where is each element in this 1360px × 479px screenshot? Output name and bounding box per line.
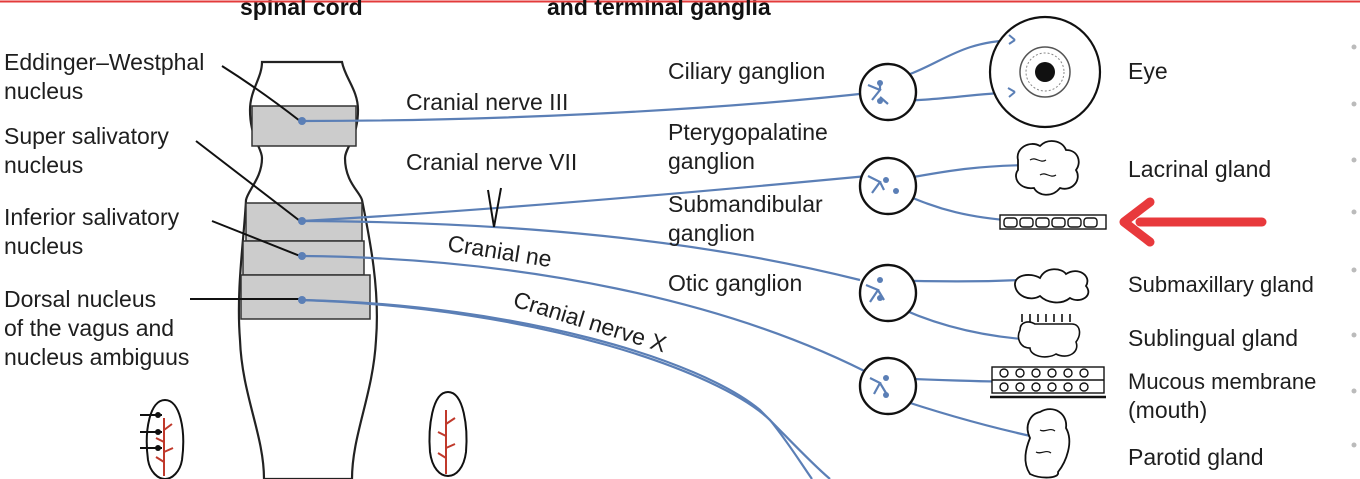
synapse-forks (865, 83, 889, 395)
label-edinger-westphal: Eddinger–Westphal (4, 49, 205, 75)
label-mucous-membrane-2: (mouth) (1128, 397, 1208, 423)
ciliary-ganglion-circle (858, 62, 918, 122)
label-lacrimal-gland: Lacrinal gland (1128, 156, 1272, 182)
red-arrow (1119, 197, 1267, 247)
vagal-target-organ-right (428, 390, 468, 478)
header-terminal-ganglia: and terminal ganglia (547, 0, 771, 20)
otic-ganglion-circle (858, 263, 918, 323)
leader-edinger-westphal (221, 65, 301, 122)
label-pterygopalatine-2: ganglion (668, 148, 755, 174)
submandibular-ganglion-circle (858, 356, 918, 416)
lacrimal-gland-illustration (1015, 140, 1080, 196)
label-inferior-salivatory: Inferior salivatory (4, 204, 180, 230)
label-sublingual-gland: Sublingual gland (1128, 325, 1299, 351)
label-cranial-nerve-ix-clip: Cranial ne (448, 230, 564, 270)
fiber-cn3 (301, 90, 879, 123)
mucous-membrane-illustration (990, 366, 1106, 399)
leader-inferior-salivatory (211, 220, 301, 257)
cn7-marks (487, 187, 502, 228)
label-cranial-nerve-vii: Cranial nerve VII (406, 149, 578, 175)
nucleus-bands (240, 105, 371, 320)
band-dorsal-vagus (240, 274, 371, 320)
label-submandibular: Submandibular (668, 191, 823, 217)
label-cranial-nerve-ix: Cranial ne (448, 230, 554, 270)
nasal-gland-strip (999, 214, 1107, 230)
label-submandibular-2: ganglion (668, 220, 755, 246)
pterygopalatine-ganglion-circle (858, 156, 918, 216)
leader-super-salivatory (195, 140, 301, 222)
sublingual-gland-illustration (1017, 314, 1081, 358)
submaxillary-gland-illustration (1014, 268, 1090, 304)
ganglia (858, 62, 918, 416)
label-otic-ganglion: Otic ganglion (668, 270, 803, 296)
label-pterygopalatine: Pterygopalatine (668, 119, 828, 145)
fiber-cn7-lower (301, 219, 861, 282)
label-edinger-westphal-2: nucleus (4, 78, 84, 104)
label-ciliary-ganglion: Ciliary ganglion (668, 58, 826, 84)
label-cranial-nerve-iii: Cranial nerve III (406, 89, 569, 115)
band-edinger-westphal (251, 105, 357, 147)
ganglion-dots (877, 80, 899, 398)
vagal-target-organ-left (140, 398, 185, 479)
label-eye: Eye (1128, 58, 1168, 84)
label-submaxillary-gland: Submaxillary gland (1128, 272, 1314, 297)
nucleus-dots (298, 117, 306, 304)
label-inferior-salivatory-2: nucleus (4, 233, 84, 259)
fiber-cn7-upper (301, 173, 879, 223)
label-dorsal-nucleus-3: nucleus ambiguus (4, 344, 190, 370)
label-parotid-gland: Parotid gland (1128, 444, 1264, 470)
fiber-cn9 (301, 254, 879, 379)
parotid-gland-illustration (1024, 408, 1071, 479)
header-spinal-cord: spinal cord (240, 0, 363, 20)
fiber-cn10-b (301, 298, 813, 479)
label-dorsal-nucleus: Dorsal nucleus (4, 286, 157, 312)
leader-lines (190, 65, 301, 300)
label-mucous-membrane: Mucous membrane (1128, 369, 1317, 394)
label-super-salivatory-2: nucleus (4, 152, 84, 178)
label-super-salivatory: Super salivatory (4, 123, 169, 149)
eye-illustration (988, 15, 1102, 129)
edge-bullets (1351, 44, 1357, 448)
label-dorsal-nucleus-2: of the vagus and (4, 315, 175, 341)
